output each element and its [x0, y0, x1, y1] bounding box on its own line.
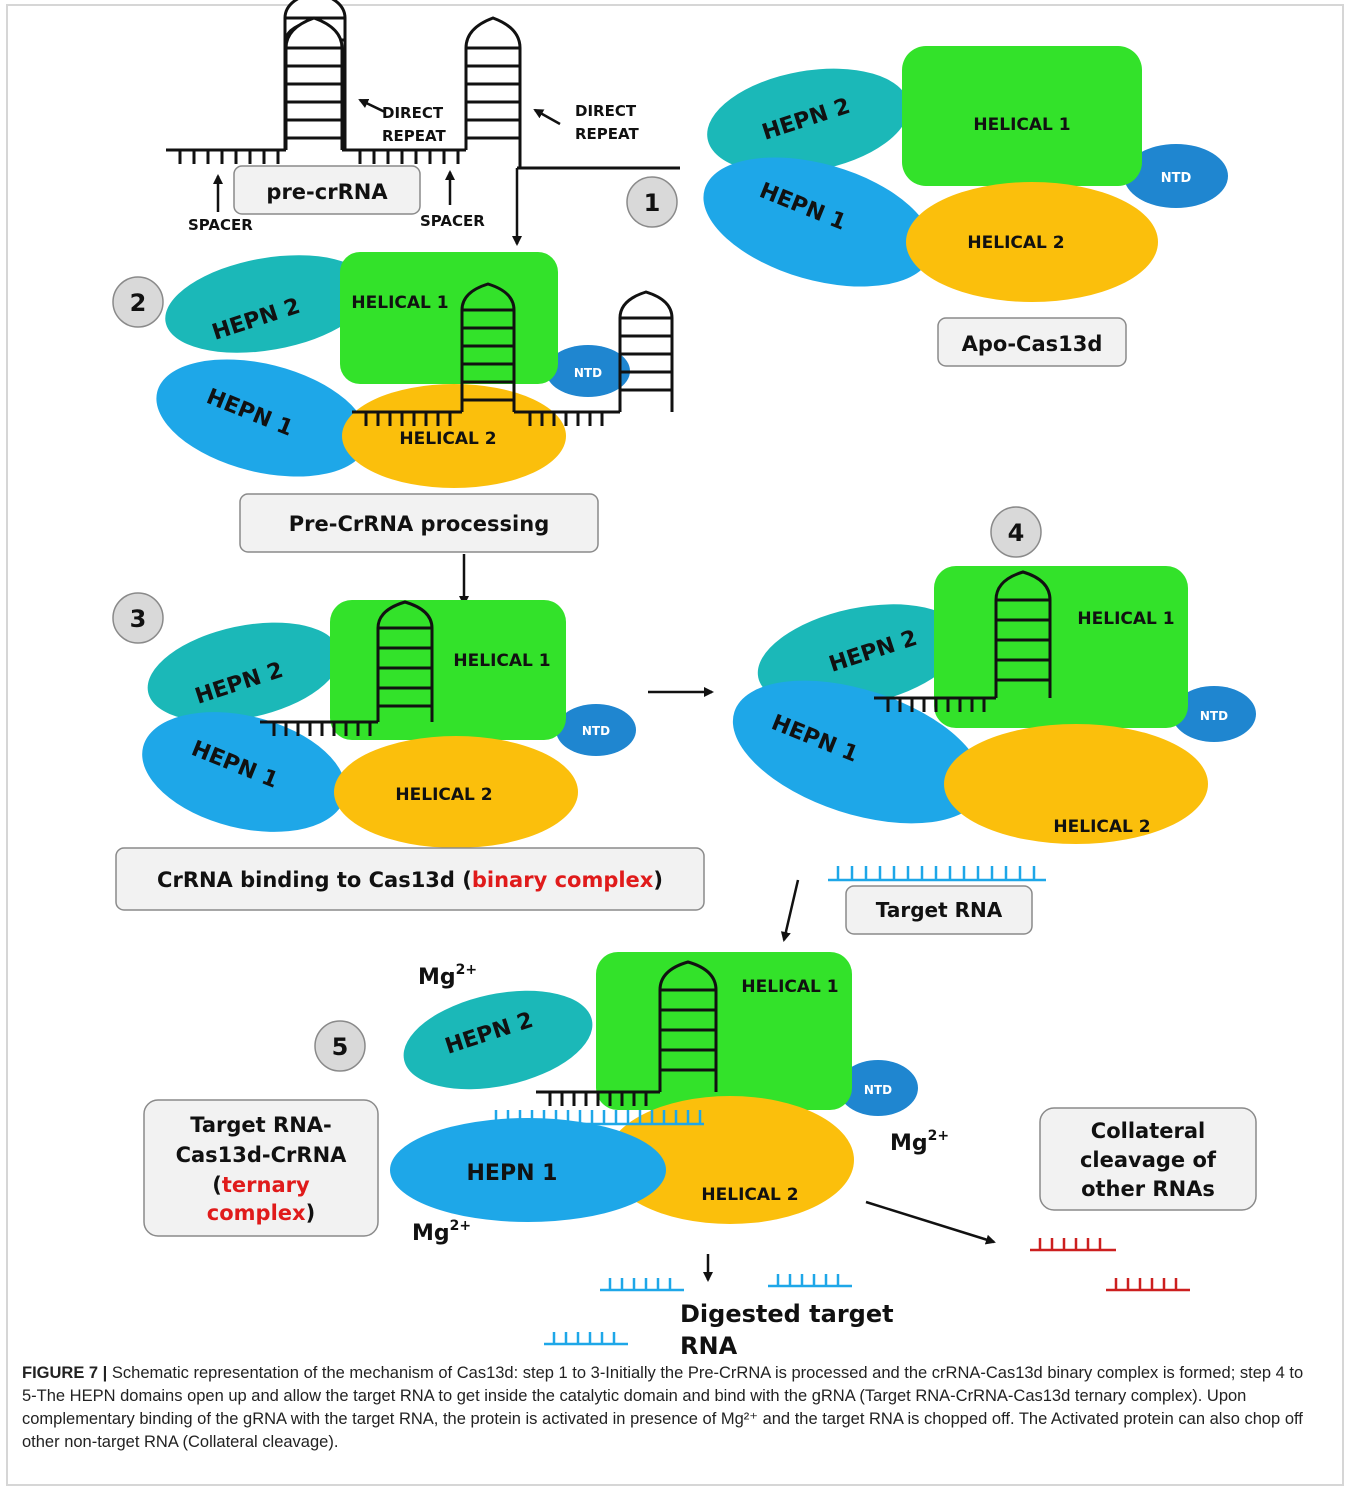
spacer-ticks: [178, 150, 460, 164]
hepn2-domain: [707, 68, 909, 174]
svg-text:HELICAL 1: HELICAL 1: [973, 115, 1070, 135]
svg-text:HELICAL 2: HELICAL 2: [967, 233, 1064, 253]
mg-label-right: Mg2+: [890, 1128, 949, 1156]
target-rna-label: Target RNA: [876, 898, 1003, 922]
binary-complex-label: CrRNA binding to Cas13d (binary complex): [157, 868, 663, 892]
ternary-line-2: Cas13d-CrRNA: [176, 1143, 348, 1167]
direct-repeat-label-2b: REPEAT: [575, 125, 639, 143]
step-5-badge: 5: [314, 1020, 366, 1072]
step-1-badge: 1: [626, 176, 678, 228]
helical2-domain: [906, 182, 1158, 302]
svg-text:NTD: NTD: [1200, 709, 1228, 723]
collateral-box: [1039, 1107, 1257, 1211]
step-4-complex: HEPN 2 HELICAL 1 NTD HEPN 1 HELICAL 2: [732, 566, 1256, 844]
step-4-badge: 4: [990, 506, 1042, 558]
arrow-collateral: [865, 1200, 996, 1245]
apo-cas13d-box: [937, 317, 1127, 367]
svg-text:2: 2: [130, 289, 147, 317]
collateral-fragments: [1030, 1238, 1190, 1292]
ternary-complex-box: [143, 1099, 379, 1237]
svg-text:4: 4: [1008, 519, 1025, 547]
hairpin-right: [464, 16, 522, 150]
svg-text:HELICAL 2: HELICAL 2: [1053, 817, 1150, 837]
apo-cas13d-complex: HEPN 2 HELICAL 1 NTD HEPN 1 HELICAL 2: [703, 46, 1228, 302]
spacer-label-1: SPACER: [188, 216, 253, 234]
svg-text:5: 5: [332, 1033, 349, 1061]
step-3-complex: HEPN 2 HELICAL 1 NTD HEPN 1 HELICAL 2: [142, 600, 636, 848]
pre-crrna-label: pre-crRNA: [266, 180, 388, 204]
svg-text:HELICAL 1: HELICAL 1: [453, 651, 550, 671]
caption-text: Schematic representation of the mechanis…: [22, 1364, 1304, 1451]
helical1-domain: [902, 46, 1142, 186]
direct-repeat-label-1b: REPEAT: [382, 127, 446, 145]
svg-text:1: 1: [644, 189, 661, 217]
spacer-label-2: SPACER: [420, 212, 485, 230]
digested-label-1: Digested target: [680, 1300, 894, 1328]
collateral-line-2: cleavage of: [1080, 1148, 1217, 1172]
ternary-line-3: (ternary: [212, 1173, 310, 1197]
cas13d-mechanism-diagram: DIRECT REPEAT DIRECT REPEAT SPACER SPACE…: [112, 0, 1257, 1360]
hepn1-domain: [703, 157, 933, 287]
step-2-complex: HEPN 2 HELICAL 1 NTD HEPN 1 HELICAL 2: [156, 252, 674, 488]
ternary-line-4: complex): [207, 1201, 315, 1225]
svg-text:HELICAL 2: HELICAL 2: [399, 429, 496, 449]
collateral-line-1: Collateral: [1091, 1119, 1205, 1143]
target-rna-box: [845, 885, 1033, 935]
hairpin-left: [284, 16, 344, 150]
direct-repeat-label-2a: DIRECT: [575, 102, 637, 120]
svg-text:HEPN 1: HEPN 1: [467, 1161, 558, 1186]
figure-frame: [6, 4, 1344, 1486]
processing-label: Pre-CrRNA processing: [289, 512, 549, 536]
step-3-badge: 3: [112, 592, 164, 644]
svg-text:HELICAL 1: HELICAL 1: [741, 977, 838, 997]
ntd-domain: [1124, 144, 1228, 208]
svg-text:NTD: NTD: [574, 366, 602, 380]
processing-box: [239, 493, 599, 553]
svg-text:NTD: NTD: [582, 724, 610, 738]
svg-text:HELICAL 1: HELICAL 1: [351, 293, 448, 313]
arrow-4-to-5: [780, 879, 800, 942]
pre-crrna-box: [233, 165, 421, 215]
svg-text:HELICAL 2: HELICAL 2: [701, 1185, 798, 1205]
svg-text:HELICAL 1: HELICAL 1: [1077, 609, 1174, 629]
digested-label-2: RNA: [680, 1332, 738, 1360]
binary-complex-box: [115, 847, 705, 911]
svg-text:HELICAL 2: HELICAL 2: [395, 785, 492, 805]
svg-text:NTD: NTD: [864, 1083, 892, 1097]
svg-text:NTD: NTD: [1161, 171, 1192, 186]
direct-repeat-label-1a: DIRECT: [382, 104, 444, 122]
step-5-complex: HEPN 2 HELICAL 1 NTD HEPN 1 HELICAL 2: [390, 952, 918, 1224]
figure-caption: FIGURE 7 | Schematic representation of t…: [22, 1362, 1322, 1454]
target-rna-strand: [828, 866, 1046, 882]
caption-label: FIGURE 7 |: [22, 1364, 108, 1382]
apo-cas13d-label: Apo-Cas13d: [962, 332, 1103, 356]
mg-label-top: Mg2+: [418, 962, 477, 990]
digested-fragments: [544, 1274, 852, 1346]
pre-crrna-diagram: DIRECT REPEAT DIRECT REPEAT SPACER SPACE…: [166, 0, 680, 246]
ternary-line-1: Target RNA-: [190, 1113, 331, 1137]
svg-text:3: 3: [130, 605, 147, 633]
mg-label-bottom: Mg2+: [412, 1218, 471, 1246]
step-2-badge: 2: [112, 276, 164, 328]
collateral-line-3: other RNAs: [1081, 1177, 1215, 1201]
